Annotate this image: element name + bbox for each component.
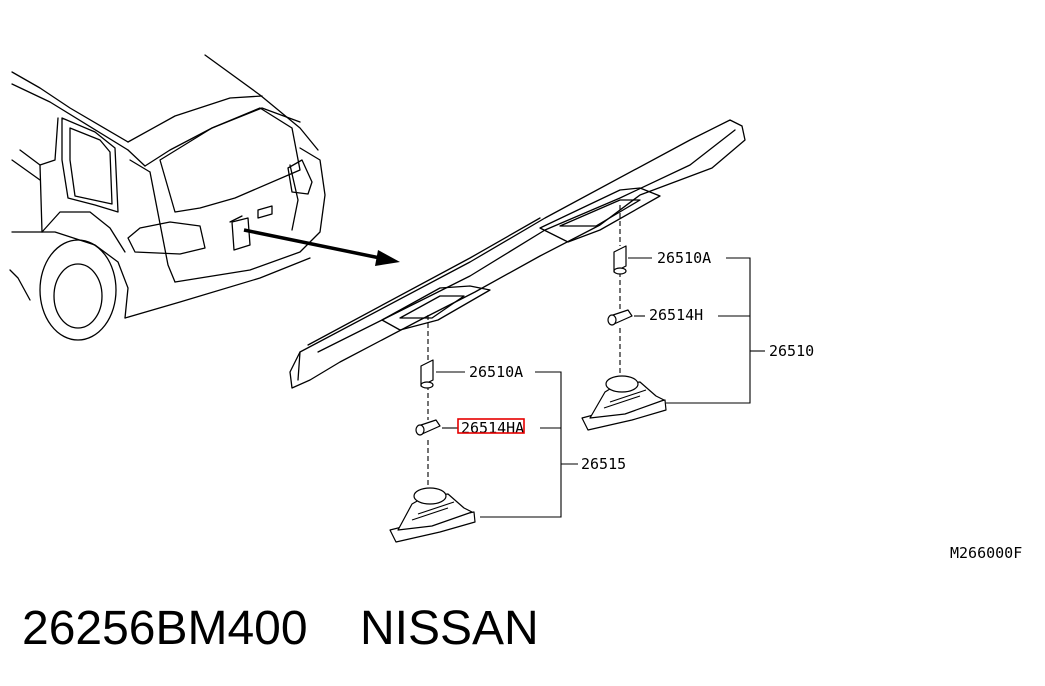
socket-left — [415, 419, 441, 436]
vehicle-rear-drawing — [9, 54, 326, 341]
bulb-left — [420, 359, 434, 389]
lamp-housing-left — [389, 487, 476, 543]
leader-lines — [436, 257, 765, 518]
label-diagram-code: M266000F — [950, 544, 1022, 562]
socket-right — [607, 309, 633, 326]
label-bulb-right: 26510A — [657, 249, 711, 267]
label-assembly-right: 26510 — [769, 342, 814, 360]
bulb-right — [613, 245, 627, 275]
part-number-caption: 26256BM400 — [22, 602, 308, 655]
lamp-housing-right — [581, 375, 667, 431]
brand-caption: NISSAN — [360, 602, 539, 655]
label-socket-right: 26514H — [649, 306, 703, 324]
pointer-arrow — [243, 228, 400, 266]
label-bulb-left: 26510A — [469, 363, 523, 381]
label-assembly-left: 26515 — [581, 455, 626, 473]
selected-part-highlight — [457, 418, 525, 434]
label-socket-left: 26514HA — [461, 419, 524, 437]
